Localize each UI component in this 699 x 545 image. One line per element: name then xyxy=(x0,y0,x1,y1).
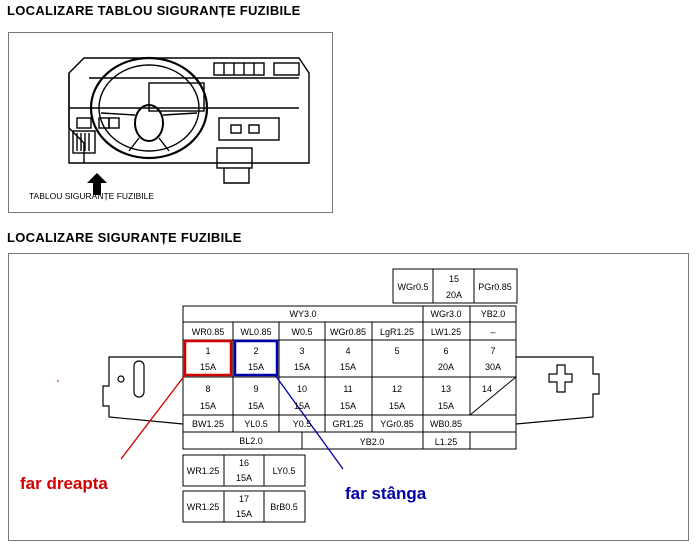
wire-wy30: WY3.0 xyxy=(289,309,316,319)
fuse-1-highlight xyxy=(183,339,233,377)
fuse-17-amp: 15A xyxy=(236,509,252,519)
wire-wgr30: WGr3.0 xyxy=(430,309,461,319)
fuse-1-amp: 15A xyxy=(200,362,216,372)
fuse-16-number: 16 xyxy=(239,458,249,468)
fuse-7-amp: 30A xyxy=(485,362,501,372)
dashboard-panel: TABLOU SIGURANȚE FUZIBILE xyxy=(8,32,333,213)
fuse-17-right-wire: BrB0.5 xyxy=(270,502,298,512)
fuse-8-number: 8 xyxy=(205,384,210,394)
fuse-16-right-wire: LY0.5 xyxy=(273,466,296,476)
fuse-8-amp: 15A xyxy=(200,401,216,411)
fuse-14-number: 14 xyxy=(482,384,492,394)
fuse-6-amp: 20A xyxy=(438,362,454,372)
wire-yb20-bottom: YB2.0 xyxy=(360,437,385,447)
top-wire-3: W0.5 xyxy=(291,327,312,337)
fuse-11-amp: 15A xyxy=(340,401,356,411)
fuse-11-number: 11 xyxy=(343,384,352,394)
wire-pgr085: PGr0.85 xyxy=(478,282,512,292)
top-wire-6: LW1.25 xyxy=(431,327,461,337)
far-dreapta-label: far dreapta xyxy=(20,474,108,493)
wire-l125: L1.25 xyxy=(435,437,458,447)
fuse-2-amp: 15A xyxy=(248,362,264,372)
fuse-1-number: 1 xyxy=(205,346,210,356)
fuse-15-amp: 20A xyxy=(446,290,462,300)
fuse-5-number: 5 xyxy=(394,346,399,356)
dashboard-caption: TABLOU SIGURANȚE FUZIBILE xyxy=(29,191,154,201)
fuse-10-amp: 15A xyxy=(294,401,310,411)
location-panel-heading: LOCALIZARE TABLOU SIGURANȚE FUZIBILE xyxy=(7,3,301,18)
fuse-6-number: 6 xyxy=(443,346,448,356)
wire-yb20-top: YB2.0 xyxy=(481,309,506,319)
far-dreapta-callout-line xyxy=(120,374,186,460)
far-stanga-label: far stânga xyxy=(345,484,427,503)
top-wire-5: LgR1.25 xyxy=(380,327,414,337)
fuse-location-heading: LOCALIZARE SIGURANȚE FUZIBILE xyxy=(7,230,242,245)
bottom-wire-4: GR1.25 xyxy=(332,419,363,429)
fuse-10-number: 10 xyxy=(297,384,307,394)
fuse-2-highlight xyxy=(233,339,279,377)
mounting-plate xyxy=(102,356,600,425)
fuse-diagram: WGr0.5 15 20A PGr0.85 WY3.0 WGr3.0 YB2.0… xyxy=(57,268,600,523)
fuse-3-number: 3 xyxy=(299,346,304,356)
fuse-16-left-wire: WR1.25 xyxy=(187,466,220,476)
fuse-13-amp: 15A xyxy=(438,401,454,411)
fuse-layout-panel: WGr0.5 15 20A PGr0.85 WY3.0 WGr3.0 YB2.0… xyxy=(8,253,689,541)
top-wire-7: – xyxy=(490,327,495,337)
top-wire-4: WGr0.85 xyxy=(330,327,366,337)
fuse-7-number: 7 xyxy=(490,346,495,356)
wire-wgr05: WGr0.5 xyxy=(397,282,428,292)
fuse-17-number: 17 xyxy=(239,494,249,504)
fuse-3-amp: 15A xyxy=(294,362,310,372)
fuse-2-number: 2 xyxy=(253,346,258,356)
fuse-16-amp: 15A xyxy=(236,473,252,483)
fuse-9-amp: 15A xyxy=(248,401,264,411)
top-wire-2: WL0.85 xyxy=(240,327,271,337)
bottom-wire-1: BW1.25 xyxy=(192,419,224,429)
far-stanga-callout-line xyxy=(274,374,344,470)
fuse-12-amp: 15A xyxy=(389,401,405,411)
top-wire-1: WR0.85 xyxy=(192,327,225,337)
bottom-wire-3: Y0.5 xyxy=(293,419,312,429)
fuse-15-number: 15 xyxy=(449,274,459,284)
wire-bl20: BL2.0 xyxy=(239,436,263,446)
bottom-wire-6: WB0.85 xyxy=(430,419,462,429)
fuse-13-number: 13 xyxy=(441,384,451,394)
arrow-up-icon xyxy=(87,173,107,195)
fuse-12-number: 12 xyxy=(392,384,402,394)
fuse-4-number: 4 xyxy=(345,346,350,356)
bottom-wire-5: YGr0.85 xyxy=(380,419,414,429)
bottom-wire-2: YL0.5 xyxy=(244,419,268,429)
dashboard-illustration: TABLOU SIGURANȚE FUZIBILE xyxy=(29,56,310,201)
fuse-4-amp: 15A xyxy=(340,362,356,372)
fuse-9-number: 9 xyxy=(253,384,258,394)
fuse-17-left-wire: WR1.25 xyxy=(187,502,220,512)
